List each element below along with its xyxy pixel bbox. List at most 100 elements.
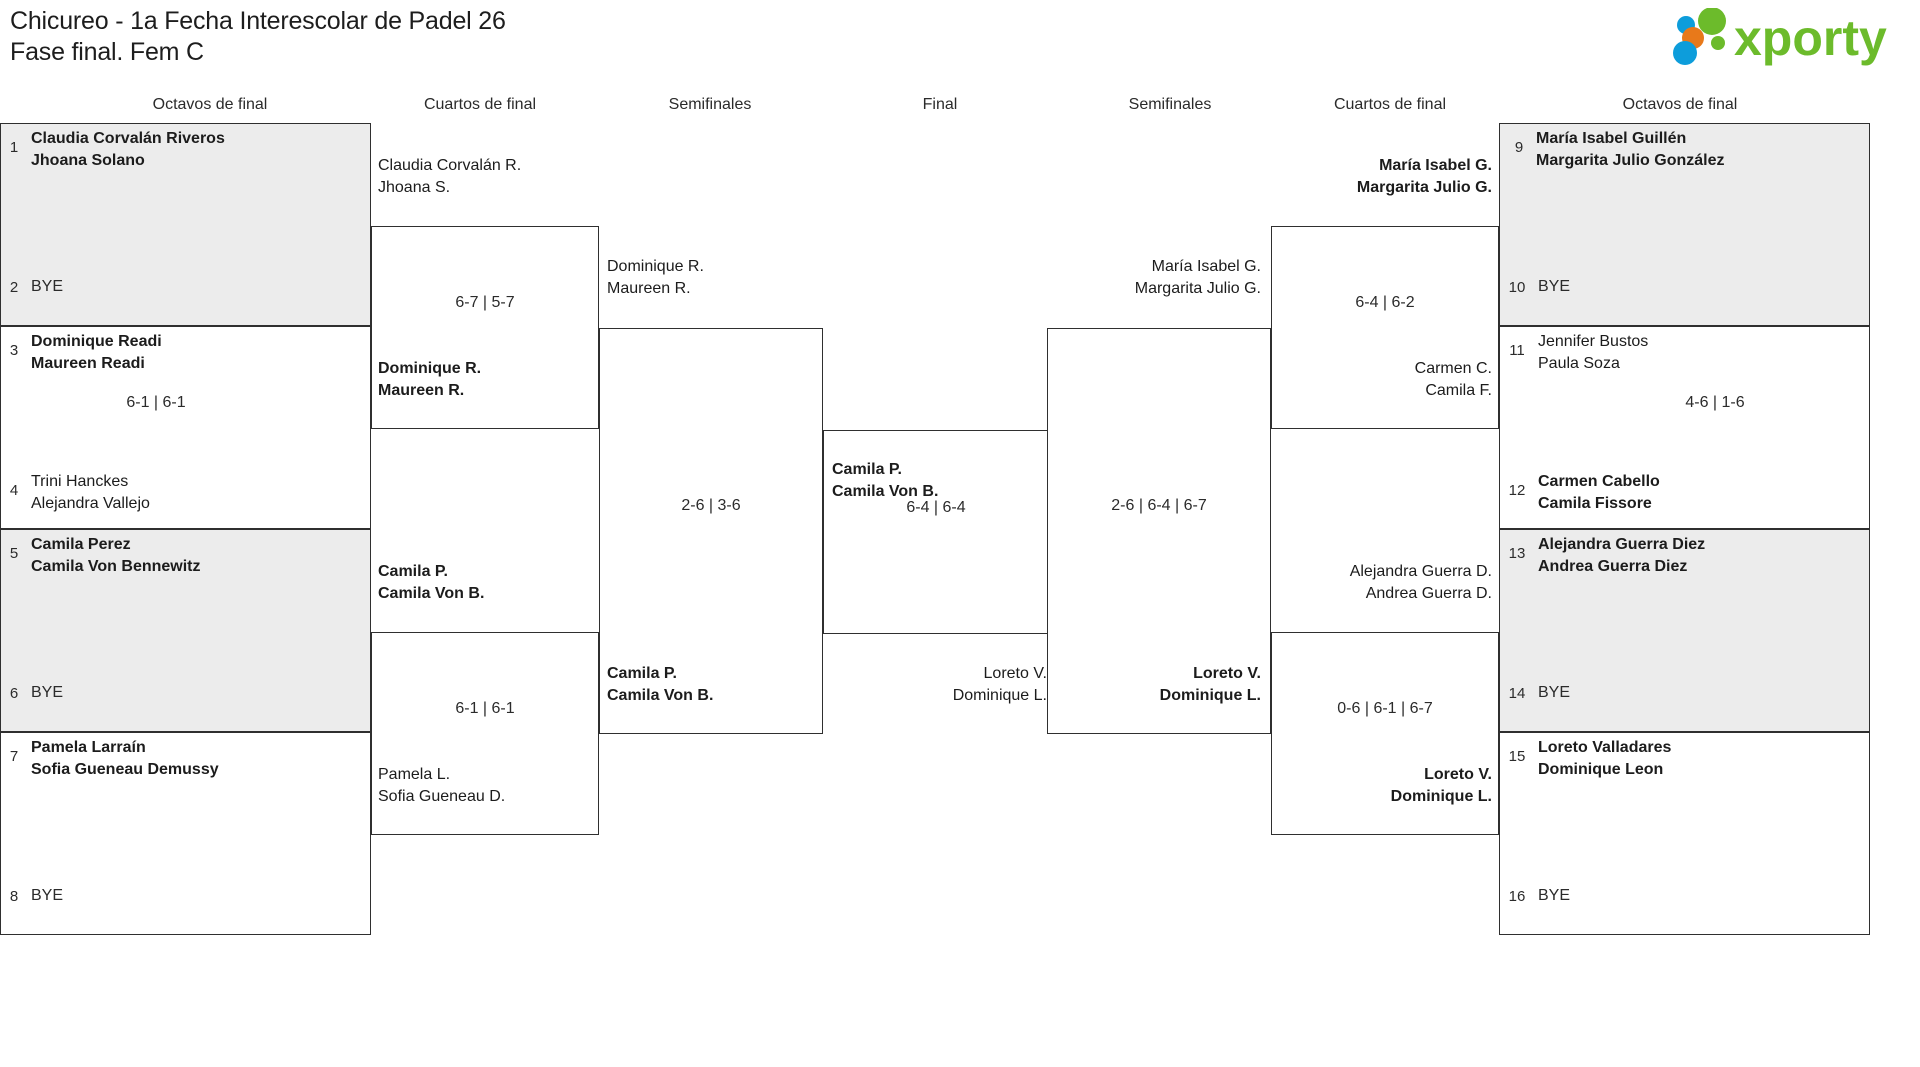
match-left-qf-1[interactable]: 6-7 | 5-7: [371, 226, 599, 429]
match-right-sf-1[interactable]: 2-6 | 6-4 | 6-7: [1047, 328, 1271, 734]
round-label-left-qf: Cuartos de final: [423, 96, 537, 113]
seed-number: 3: [9, 342, 19, 359]
participant-top-line2: Andrea Guerra Diez: [1538, 558, 1688, 575]
sf-right-bottom-line1: Loreto V.: [1193, 665, 1261, 682]
rqf2-bottom-line1: Loreto V.: [1424, 766, 1492, 783]
match-score: 6-4 | 6-2: [1355, 294, 1415, 311]
match-right-qf-2[interactable]: 0-6 | 6-1 | 6-7: [1271, 632, 1499, 835]
round-label-final: Final: [922, 96, 958, 113]
participant-bottom: BYE: [1538, 278, 1571, 295]
participant-bottom-line1: Trini Hanckes: [31, 473, 129, 490]
tournament-name: Chicureo - 1a Fecha Interescolar de Pade…: [10, 7, 506, 35]
qf1-top-line2: Jhoana S.: [378, 179, 451, 196]
logo-dot-green-small: [1711, 36, 1725, 50]
xporty-logo-svg: xporty: [1673, 7, 1887, 66]
participant-bottom: BYE: [31, 278, 64, 295]
sf-right-top-line2: Margarita Julio G.: [1134, 280, 1261, 297]
match-left-r16-2[interactable]: 3 Dominique Readi Maureen Readi 6-1 | 6-…: [0, 326, 371, 529]
qf1-bottom-line2: Maureen R.: [378, 382, 465, 399]
participant-top-line1: Pamela Larraín: [31, 739, 146, 756]
sf-right-top-line1: María Isabel G.: [1151, 258, 1261, 275]
seed-number: 1: [9, 139, 19, 156]
qf1-top-line1: Claudia Corvalán R.: [378, 157, 522, 174]
xporty-logo[interactable]: xporty: [1668, 7, 1908, 66]
participant-top-line1: Dominique Readi: [31, 333, 162, 350]
match-final[interactable]: 6-4 | 6-4: [823, 430, 1047, 634]
qf1-bottom-line1: Dominique R.: [378, 360, 482, 377]
participant-top-line1: Camila Perez: [31, 536, 131, 553]
match-left-r16-3[interactable]: 5 Camila Perez Camila Von Bennewitz 6 BY…: [0, 529, 371, 732]
participant-top-line1: Jennifer Bustos: [1538, 333, 1649, 350]
seed-number: 16: [1508, 888, 1526, 905]
match-right-r16-3[interactable]: 13 Alejandra Guerra Diez Andrea Guerra D…: [1499, 529, 1870, 732]
logo-dot-blue-bottom: [1673, 41, 1697, 65]
sf-left-top-line1: Dominique R.: [607, 258, 704, 275]
seed-number: 11: [1509, 342, 1525, 359]
seed-number: 2: [9, 279, 19, 296]
match-left-r16-1[interactable]: 2 BYE 1 Claudia Corvalán Riveros Jhoana …: [0, 123, 371, 326]
rqf1-top-line2: Margarita Julio G.: [1356, 179, 1492, 196]
seed-number: 7: [9, 748, 19, 765]
match-score: 4-6 | 1-6: [1685, 394, 1745, 411]
sf-left-bottom-line1: Camila P.: [607, 665, 677, 682]
participant-top-line2: Paula Soza: [1538, 355, 1620, 372]
qf2-top-line1: Camila P.: [378, 563, 448, 580]
participant-top-line1: María Isabel Guillén: [1536, 130, 1687, 147]
match-left-sf-1[interactable]: 2-6 | 3-6: [599, 328, 823, 734]
participant-bottom: BYE: [1538, 684, 1571, 701]
page-header: Chicureo - 1a Fecha Interescolar de Pade…: [0, 0, 1920, 90]
sf-left-bottom-line2: Camila Von B.: [607, 687, 714, 704]
page-title: Chicureo - 1a Fecha Interescolar de Pade…: [10, 6, 506, 68]
final-top-line2: Camila Von B.: [832, 483, 939, 500]
rqf1-bottom-line1: Carmen C.: [1414, 360, 1492, 377]
tournament-phase: Fase final. Fem C: [10, 38, 204, 66]
participant-top-line1: Loreto Valladares: [1538, 739, 1672, 756]
qf2-bottom-line2: Sofia Gueneau D.: [378, 788, 506, 805]
seed-number: 13: [1508, 545, 1526, 562]
rqf1-bottom-line2: Camila F.: [1425, 382, 1492, 399]
sf-right-bottom-line2: Dominique L.: [1159, 687, 1261, 704]
match-score: 2-6 | 3-6: [681, 497, 741, 514]
participant-top-line2: Camila Von Bennewitz: [31, 558, 201, 575]
round-label-left-sf: Semifinales: [668, 96, 752, 113]
final-bottom-line1: Loreto V.: [983, 665, 1047, 682]
round-label-right-qf: Cuartos de final: [1333, 96, 1447, 113]
logo-wordmark: xporty: [1734, 10, 1887, 66]
match-score: 6-4 | 6-4: [906, 499, 966, 516]
match-score: 2-6 | 6-4 | 6-7: [1111, 497, 1207, 514]
match-right-qf-1[interactable]: 6-4 | 6-2: [1271, 226, 1499, 429]
participant-top-line2: Sofia Gueneau Demussy: [31, 761, 219, 778]
match-left-qf-2[interactable]: 6-1 | 6-1: [371, 632, 599, 835]
match-score: 6-1 | 6-1: [455, 700, 515, 717]
participant-bottom-line2: Camila Fissore: [1538, 495, 1652, 512]
match-score: 6-7 | 5-7: [455, 294, 515, 311]
round-label-right-sf: Semifinales: [1128, 96, 1212, 113]
match-right-r16-4[interactable]: 15 Loreto Valladares Dominique Leon 16 B…: [1499, 732, 1870, 935]
match-score: 0-6 | 6-1 | 6-7: [1337, 700, 1433, 717]
participant-top-line1: Alejandra Guerra Diez: [1538, 536, 1706, 553]
match-right-r16-1[interactable]: 9 María Isabel Guillén Margarita Julio G…: [1499, 123, 1870, 326]
participant-bottom-line2: Alejandra Vallejo: [31, 495, 150, 512]
logo-dot-green-large: [1698, 7, 1726, 35]
seed-number: 8: [9, 888, 19, 905]
seed-number: 10: [1508, 279, 1526, 296]
participant-top-line1: Claudia Corvalán Riveros: [31, 130, 225, 147]
seed-number: 6: [9, 685, 19, 702]
match-right-r16-2[interactable]: 11 Jennifer Bustos Paula Soza 4-6 | 1-6 …: [1499, 326, 1870, 529]
participant-bottom: BYE: [31, 887, 64, 904]
participant-bottom: BYE: [31, 684, 64, 701]
seed-number: 15: [1508, 748, 1526, 765]
seed-number: 5: [9, 545, 19, 562]
round-label-left-r16: Octavos de final: [152, 96, 268, 113]
seed-number: 14: [1508, 685, 1526, 702]
match-left-r16-4[interactable]: 7 Pamela Larraín Sofia Gueneau Demussy 8…: [0, 732, 371, 935]
rqf2-top-line1: Alejandra Guerra D.: [1349, 563, 1492, 580]
seed-number: 4: [9, 482, 19, 499]
participant-bottom-line1: Carmen Cabello: [1538, 473, 1660, 490]
rqf2-bottom-line2: Dominique L.: [1390, 788, 1492, 805]
qf2-top-line2: Camila Von B.: [378, 585, 485, 602]
match-score: 6-1 | 6-1: [126, 394, 186, 411]
round-label-right-r16: Octavos de final: [1622, 96, 1738, 113]
rqf1-top-line1: María Isabel G.: [1379, 157, 1492, 174]
